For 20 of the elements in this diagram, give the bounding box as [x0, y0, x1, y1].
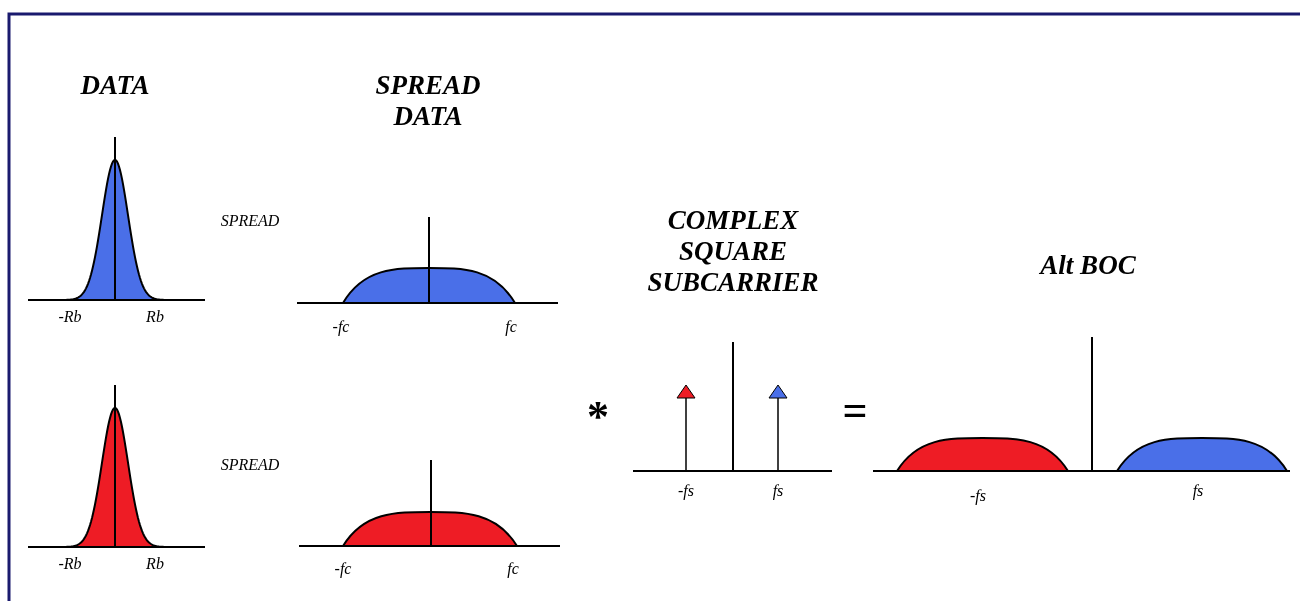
- axis-tick-label: fs: [772, 482, 784, 501]
- panel-heading: SPREAD DATA: [374, 70, 482, 133]
- axis-tick-label: -fs: [678, 482, 694, 501]
- axis-tick-label: -fc: [334, 560, 352, 579]
- operation-label: SPREAD: [220, 456, 280, 475]
- axis-tick-label: -Rb: [58, 308, 82, 327]
- axis-tick-label: fc: [507, 560, 519, 579]
- axis-tick-label: -Rb: [58, 555, 82, 574]
- axis-tick-label: fc: [505, 318, 517, 337]
- axis-tick-label: -fc: [332, 318, 350, 337]
- panel-heading: DATA: [80, 70, 150, 102]
- operation-label: SPREAD: [220, 212, 280, 231]
- panel-heading: Alt BOC: [1040, 250, 1136, 282]
- axis-tick-label: Rb: [146, 555, 164, 574]
- axis-tick-label: -fs: [970, 487, 986, 506]
- equals-sign: =: [842, 386, 868, 437]
- axis-tick-label: fs: [1192, 482, 1204, 501]
- multiply-sign: *: [587, 392, 609, 443]
- axis-tick-label: Rb: [146, 308, 164, 327]
- panel-heading: COMPLEX SQUARE SUBCARRIER: [646, 205, 820, 299]
